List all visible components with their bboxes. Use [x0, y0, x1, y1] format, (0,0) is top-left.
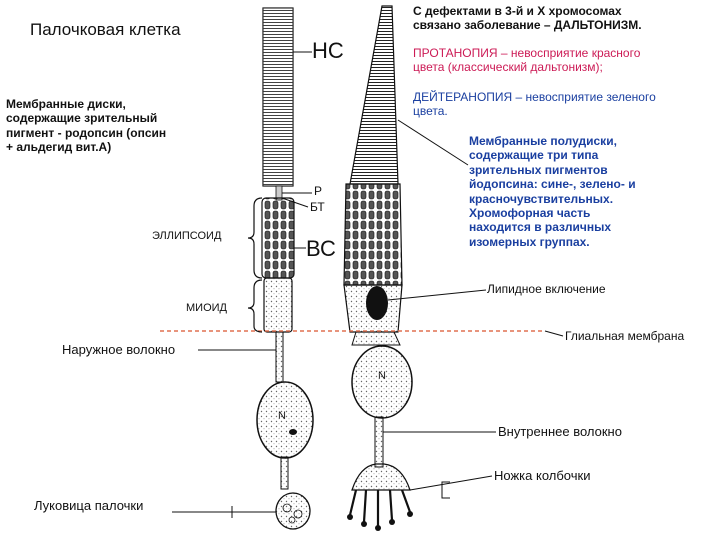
- cone-foot-label: Ножка колбочки: [494, 468, 591, 483]
- half-discs-line: содержащие три типа: [469, 148, 599, 163]
- cone-cell: [343, 5, 413, 531]
- diagram-title: Палочковая клетка: [30, 20, 181, 39]
- lipid-droplet: [366, 286, 388, 320]
- cone-nucleus: [351, 345, 413, 419]
- glial-leader: [544, 330, 564, 337]
- defects-line: С дефектами в 3-й и Х хромосомах: [413, 4, 622, 18]
- rod-outer-fiber: [275, 331, 284, 383]
- half-discs-text: Мембранные полудиски, содержащие три тип…: [469, 134, 636, 249]
- half-discs-line: находится в различных: [469, 220, 611, 235]
- inner-fiber-label: Внутреннее волокно: [498, 424, 622, 439]
- defects-text: С дефектами в 3-й и Х хромосомах связано…: [413, 4, 642, 33]
- rod-bulb-label: Луковица палочки: [34, 498, 144, 513]
- half-discs-line: изомерных группах.: [469, 234, 590, 249]
- half-discs-line: Хромофорная часть: [469, 205, 591, 220]
- lipid-label: Липидное включение: [487, 282, 606, 296]
- deuteranopia-line: ДЕЙТЕРАНОПИЯ – невосприятие зеленого: [413, 90, 656, 104]
- membrane-discs-line: + альдегид вит.А): [6, 140, 112, 155]
- vc-label: ВС: [306, 236, 336, 261]
- rod-outer-segment: [262, 7, 294, 187]
- cone-foot-leader: [409, 475, 493, 491]
- rod-ellipsoid: [261, 197, 295, 279]
- rod-cell: [256, 7, 314, 530]
- cone-pedicle: [351, 463, 411, 491]
- myoid-label: МИОИД: [186, 302, 227, 314]
- membrane-discs-line: пигмент - родопсин (опсин: [6, 125, 167, 140]
- myoid-brace: [247, 279, 263, 333]
- half-discs-line: зрительных пигментов: [469, 162, 608, 177]
- cone-foot-bracket: [441, 481, 450, 499]
- nc-label: НС: [312, 38, 344, 63]
- half-discs-line: красночувствительных.: [469, 191, 614, 206]
- bt-leader: [281, 197, 309, 208]
- ellipsoid-label: ЭЛЛИПСОИД: [152, 230, 222, 242]
- glial-label: Глиальная мембрана: [565, 329, 685, 343]
- half-discs-line: Мембранные полудиски,: [469, 134, 617, 148]
- lipid-leader: [387, 289, 487, 301]
- deuteranopia-line: цвета.: [413, 104, 448, 119]
- half-discs-line: йодопсина: сине-, зелено- и: [469, 177, 636, 192]
- defects-line: связано заболевание – ДАЛЬТОНИЗМ.: [413, 18, 642, 33]
- rod-spherule: [275, 492, 311, 530]
- cone-ellipsoid: [343, 183, 403, 286]
- membrane-discs-line: содержащие зрительный: [6, 111, 158, 126]
- rod-inner-fiber: [280, 456, 289, 490]
- cone-outer-segment: [349, 5, 399, 185]
- ellipsoid-brace: [247, 197, 263, 279]
- rod-nucleus: [256, 381, 314, 459]
- outer-fiber-label: Наружное волокно: [62, 342, 176, 357]
- r-label: Р: [314, 184, 323, 198]
- deuteranopia-text: ДЕЙТЕРАНОПИЯ – невосприятие зеленого цве…: [413, 90, 656, 119]
- membrane-discs-line: Мембранные диски,: [6, 97, 126, 111]
- cone-inner-fiber: [374, 416, 384, 468]
- protanopia-line: ПРОТАНОПИЯ – невосприятие красного: [413, 46, 641, 60]
- protanopia-line: цвета (классический дальтонизм);: [413, 60, 603, 75]
- half-discs-leader: [397, 119, 469, 166]
- protanopia-text: ПРОТАНОПИЯ – невосприятие красного цвета…: [413, 46, 640, 75]
- bt-label: БТ: [310, 200, 325, 214]
- membrane-discs-text: Мембранные диски, содержащие зрительный …: [6, 97, 166, 155]
- rod-myoid: [263, 277, 293, 333]
